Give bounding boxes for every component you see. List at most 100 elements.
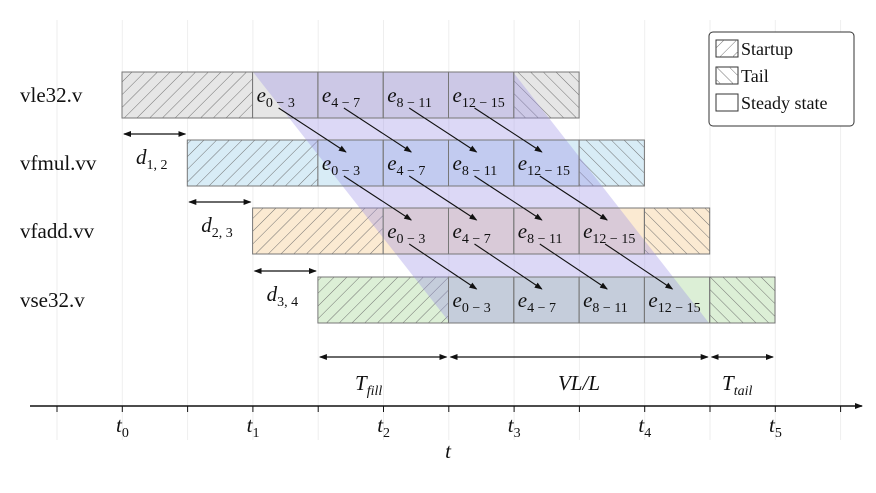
cell-label-2-2: e8 − 11 [518,219,563,247]
steady-cell [383,72,449,118]
cell-label-1-1-base: e [387,151,396,175]
cell-label-3-3-base: e [648,288,657,312]
row-label: vfmul.vv [20,151,97,175]
legend-label-startup: Startup [741,39,793,59]
cell-label-1-0-base: e [322,151,331,175]
legend-label-steady: Steady state [741,93,827,113]
cell-outline [578,207,645,255]
tick-label-3: t3 [508,413,521,441]
legend-label-tail: Tail [741,66,769,86]
tick-label-0: t0 [116,413,129,441]
steady-cell [513,208,580,254]
cell-label-3-2-base: e [583,288,592,312]
startup-hatch [252,207,384,255]
cell-label-0-3: e12 − 15 [453,83,505,111]
row-label: vfadd.vv [20,219,95,243]
dependency-arrow [408,175,478,221]
cell-label-2-0: e0 − 3 [387,219,425,247]
row-vse32.v [317,276,776,324]
tail-hatch [709,276,776,324]
tick-label-5-base: t [769,413,776,437]
cell-label-0-1-base: e [322,83,331,107]
cell-label-3-3-subscript: 12 − 15 [658,301,701,316]
cell-label-2-3-base: e [583,219,592,243]
cell-label-0-2-base: e [387,83,396,107]
dependency-arrow [408,107,478,153]
cell-label-2-0-base: e [387,219,396,243]
cell-label-1-2-base: e [453,151,462,175]
span-tail-label-base: T [722,371,735,395]
steady-cell [448,277,514,323]
row-vfadd.vv [252,207,711,255]
cell-label-1-2: e8 − 11 [453,151,498,179]
delay-label-1-subscript: 2, 3 [212,226,233,241]
cell-label-0-0: e0 − 3 [257,83,295,111]
cell-label-0-1: e4 − 7 [322,83,360,111]
tick-label-2: t2 [377,413,390,441]
steady-cell [579,208,645,254]
span-vl-label: VL/L [558,371,600,395]
cell-label-0-0-base: e [257,83,266,107]
span-fill-label-subscript: fill [367,384,383,399]
steady-cell [448,140,514,186]
cell-label-2-1-subscript: 4 − 7 [462,232,491,247]
steady-cell [383,208,449,254]
dependency-arrow [408,243,478,290]
cell-label-3-2: e8 − 11 [583,288,628,316]
span-fill-label: Tfill [355,371,382,399]
row-label: vse32.v [20,288,85,312]
axis-label: t [445,439,452,463]
tick-label-0-base: t [116,413,123,437]
cell-outline [643,276,711,324]
dependency-arrow [539,243,608,290]
cell-label-0-2: e8 − 11 [387,83,432,111]
cell-label-3-1-base: e [518,288,527,312]
steady-cell [448,208,514,254]
tick-label-1: t1 [247,413,260,441]
cell-label-3-1: e4 − 7 [518,288,556,316]
cell-label-1-0-subscript: 0 − 3 [331,164,360,179]
cell-label-3-0-base: e [453,288,462,312]
cell-label-3-3: e12 − 15 [648,288,700,316]
steady-cell [513,140,580,186]
span-fill-label-base: T [355,371,368,395]
dependency-arrow [474,107,543,153]
row-label: vle32.v [20,83,83,107]
cell-label-0-2-subscript: 8 − 11 [397,96,432,111]
steady-cell [579,277,645,323]
cell-label-1-3-base: e [518,151,527,175]
cell-label-1-3-subscript: 12 − 15 [527,164,570,179]
row-vle32.v [121,71,580,119]
cell-label-1-3: e12 − 15 [518,151,570,179]
cell-label-0-0-subscript: 0 − 3 [266,96,295,111]
steady-cell [383,140,449,186]
cell-label-3-0-subscript: 0 − 3 [462,301,491,316]
tick-label-4-base: t [638,413,645,437]
dependency-arrow [343,175,413,221]
cell-label-3-0: e0 − 3 [453,288,491,316]
delay-label-2-base: d [267,282,278,306]
span-tail-label: Ttail [722,371,752,399]
tail-hatch [513,71,580,119]
tail-hatch [643,207,711,255]
legend-hatch-startup [716,40,738,57]
span-tail-label-subscript: tail [734,384,753,399]
cell-label-0-1-subscript: 4 − 7 [331,96,360,111]
steady-cell [448,72,514,118]
dependency-arrow [278,107,347,153]
steady-cell [252,72,318,118]
steady-cell [513,277,580,323]
cell-label-2-3-subscript: 12 − 15 [592,232,635,247]
cell-label-0-3-subscript: 12 − 15 [462,96,505,111]
tail-hatch [578,139,645,187]
tick-label-1-subscript: 1 [252,426,259,441]
startup-hatch [317,276,449,324]
startup-hatch [186,139,319,187]
cell-label-2-0-subscript: 0 − 3 [397,232,426,247]
delay-label-0: d1, 2 [136,145,168,173]
delay-label-1: d2, 3 [201,213,233,241]
legend-swatch-steady [715,93,739,112]
tick-label-1-base: t [247,413,254,437]
